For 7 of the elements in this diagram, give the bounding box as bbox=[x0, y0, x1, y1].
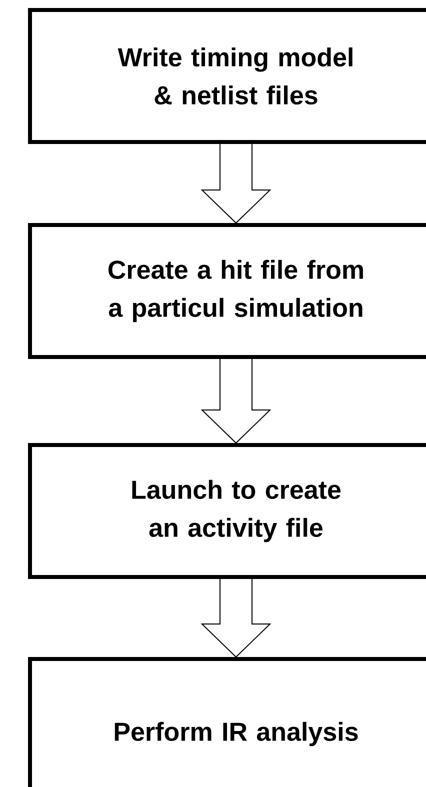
process-box: Perform IR analysis bbox=[28, 657, 426, 787]
hollow-arrow bbox=[200, 358, 272, 444]
hollow-arrow bbox=[200, 578, 272, 658]
process-box: Launch to create an activity file bbox=[28, 443, 426, 579]
process-box: Create a hit file from a particul simulation bbox=[28, 223, 426, 359]
process-box: Write timing model & netlist files bbox=[28, 8, 426, 144]
hollow-arrow bbox=[200, 144, 272, 224]
